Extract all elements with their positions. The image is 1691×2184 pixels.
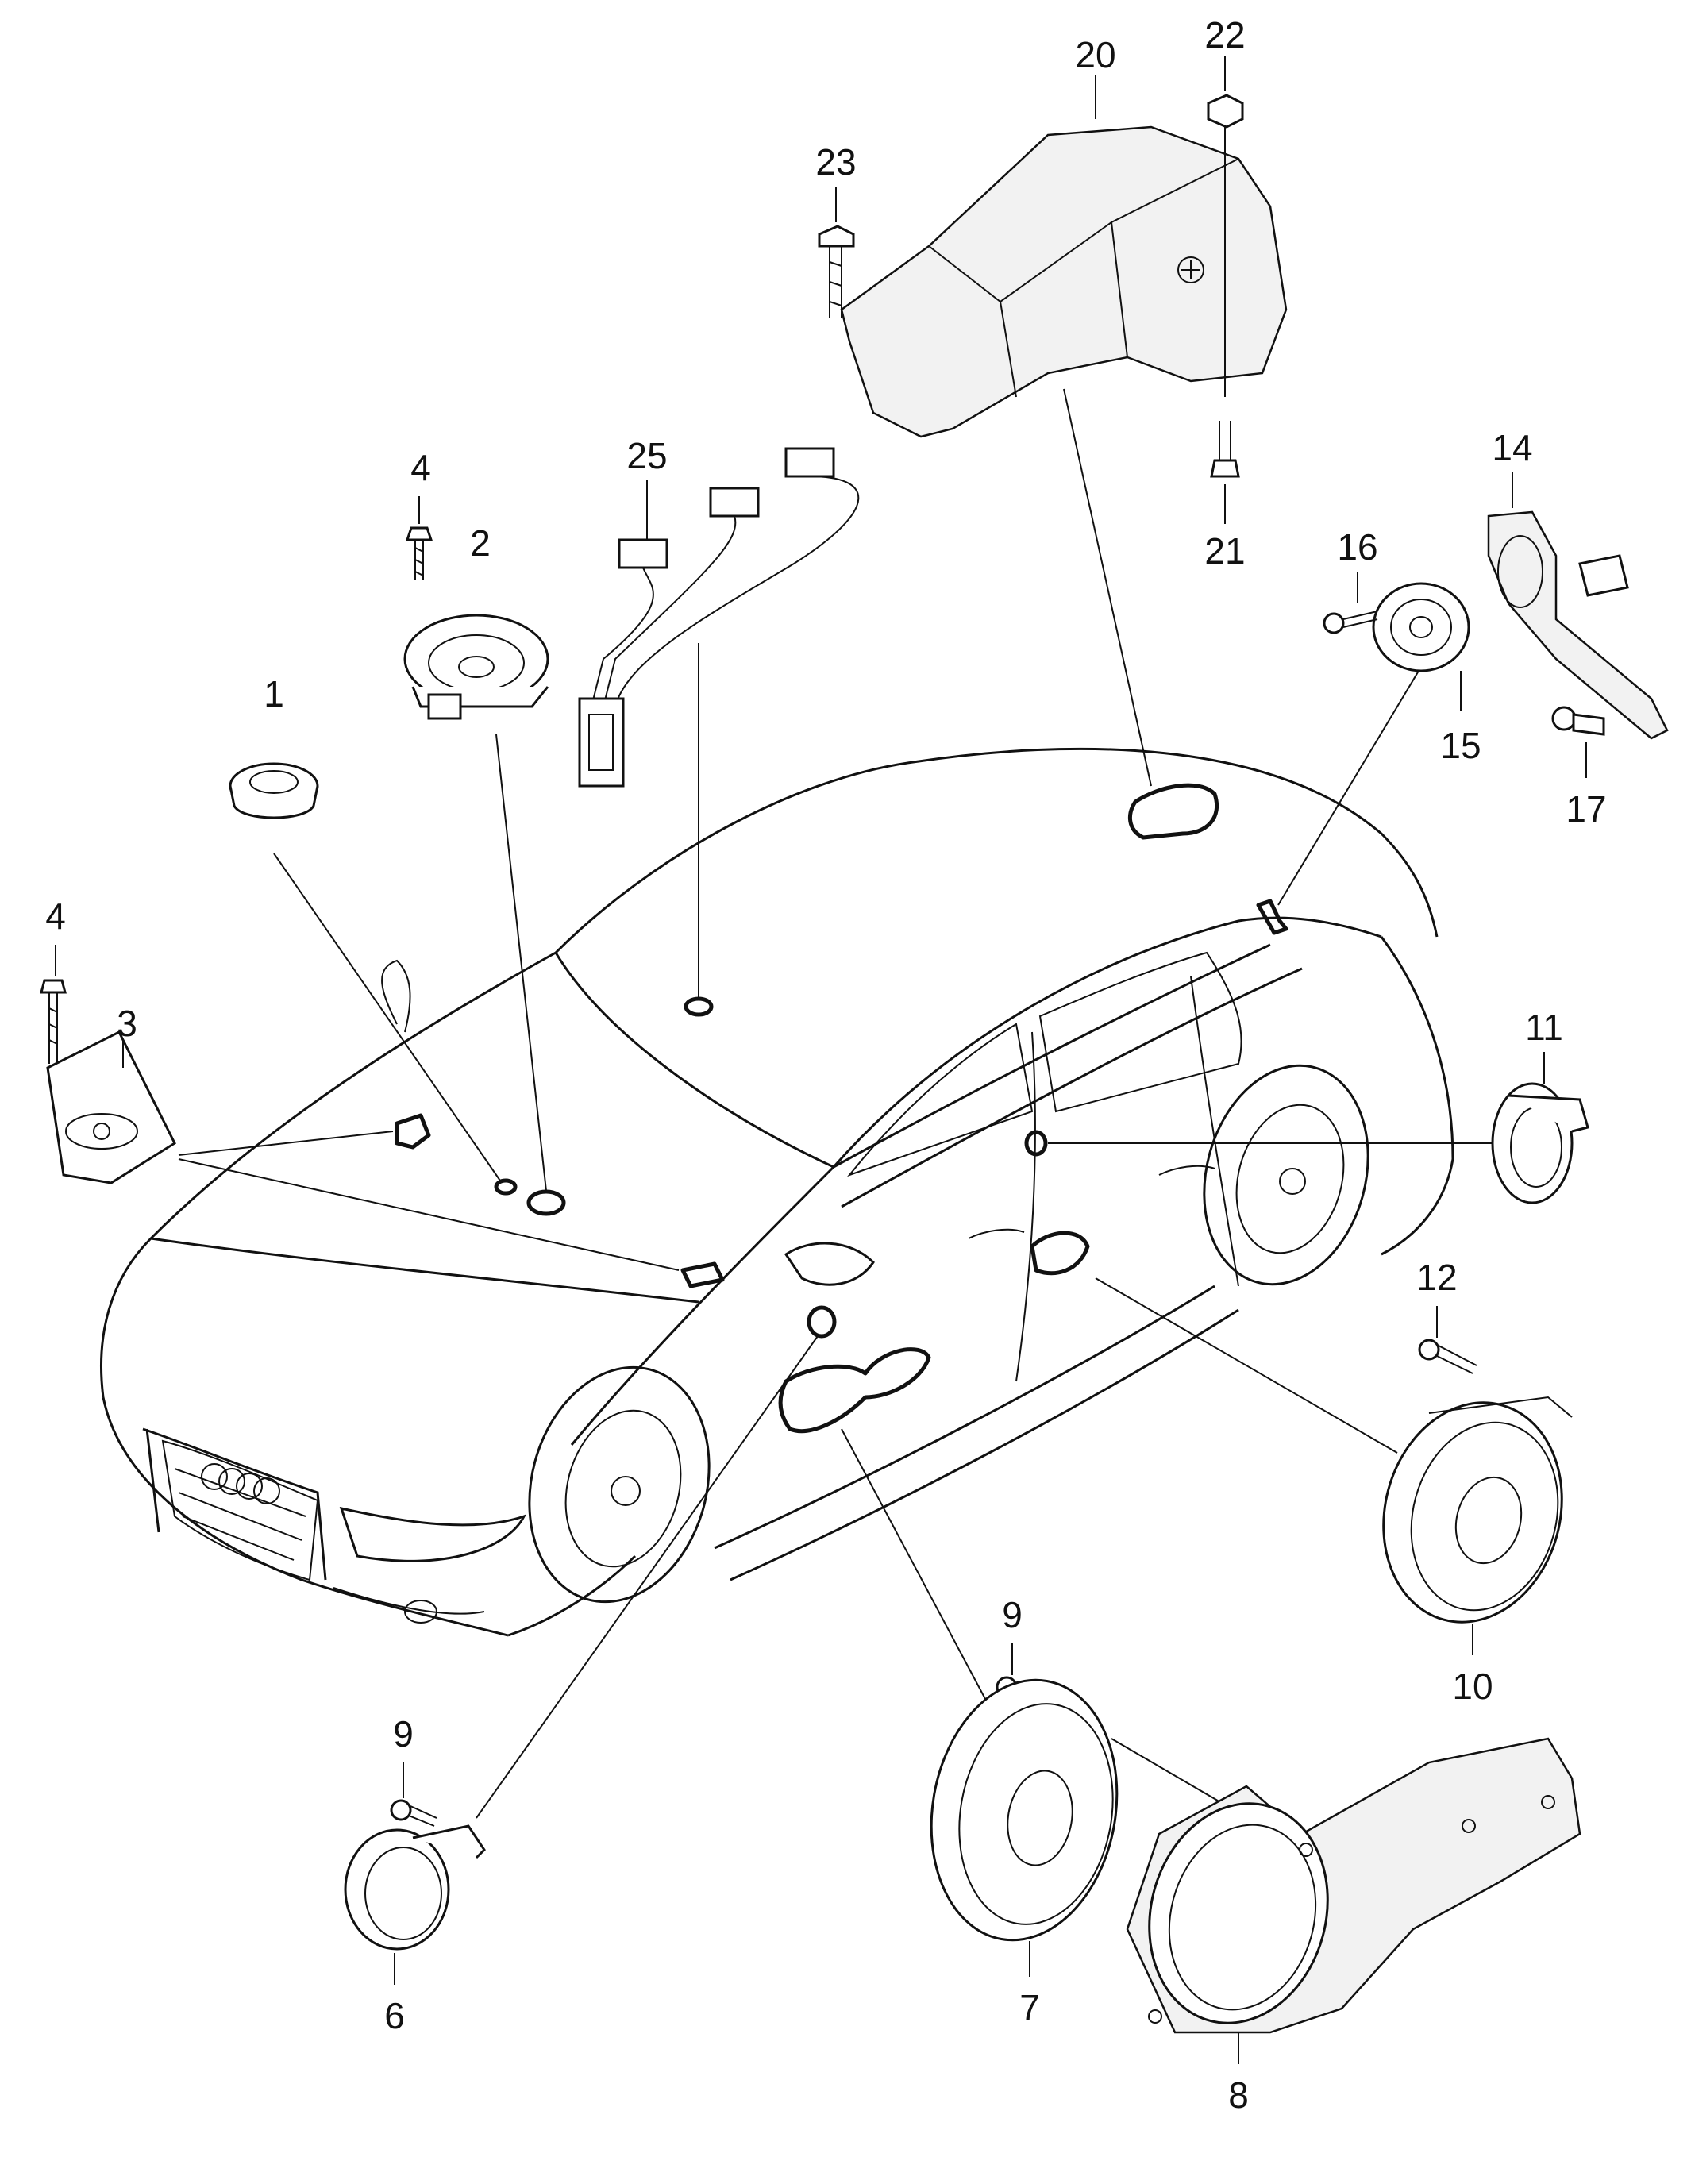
callout-8: 8 <box>1228 2074 1249 2116</box>
callout-14: 14 <box>1492 427 1532 468</box>
marker-rear-door-speaker <box>1030 1231 1090 1276</box>
part-3-center-speaker <box>46 1030 176 1184</box>
part-16-screw <box>1323 611 1378 634</box>
callout-21: 21 <box>1204 530 1245 572</box>
callout-10: 10 <box>1452 1666 1493 1707</box>
callout-17: 17 <box>1566 788 1606 830</box>
leader-7 <box>841 1428 1005 1735</box>
part-14-bracket <box>1487 510 1669 740</box>
callout-4-upper: 4 <box>410 447 431 488</box>
part-15-rear-tweeter <box>1372 582 1470 672</box>
leader-3b <box>178 1158 680 1271</box>
marker-tweeter-center <box>494 1178 518 1196</box>
part-23-bolt <box>818 225 855 318</box>
callout-12: 12 <box>1416 1257 1457 1298</box>
callout-25: 25 <box>626 435 667 476</box>
marker-center-speaker <box>526 1189 566 1216</box>
part-12-screw <box>1418 1339 1477 1374</box>
part-9-screw-left <box>390 1799 437 1827</box>
callout-11: 11 <box>1525 1007 1563 1048</box>
leader-2 <box>495 734 547 1192</box>
part-7-front-door-speaker <box>930 1678 1119 1942</box>
callout-7: 7 <box>1019 1987 1040 2028</box>
marker-dash-speaker <box>395 1113 431 1150</box>
leader-1 <box>273 853 503 1184</box>
part-8-speaker-carrier <box>1126 1737 1581 2034</box>
part-20-subwoofer-enclosure <box>840 125 1288 438</box>
part-25-wiring-harness <box>578 447 860 788</box>
part-21-bolt <box>1210 421 1240 478</box>
leader-15 <box>1277 666 1422 906</box>
part-6-front-door-tweeter <box>344 1824 486 1951</box>
part-11-rear-door-tweeter <box>1491 1082 1589 1204</box>
marker-a-pillar <box>680 1261 725 1288</box>
part-1-tweeter <box>229 762 319 819</box>
callout-9-left: 9 <box>393 1713 414 1755</box>
callout-3: 3 <box>117 1003 137 1044</box>
callout-15: 15 <box>1440 725 1481 766</box>
marker-front-door-tweeter <box>807 1305 837 1339</box>
marker-subwoofer <box>1127 783 1219 840</box>
marker-roof-harness <box>684 996 714 1017</box>
part-4-bolt-lower <box>40 979 67 1064</box>
installation-markers <box>395 783 1288 1434</box>
marker-front-door-speaker <box>778 1347 931 1434</box>
part-17-clip <box>1551 706 1605 736</box>
callout-22: 22 <box>1204 14 1245 56</box>
part-22-nut <box>1207 94 1244 397</box>
callout-6: 6 <box>384 1995 405 2036</box>
part-4-bolt-upper <box>405 526 433 580</box>
callout-20: 20 <box>1075 34 1115 75</box>
marker-rear-tweeter <box>1256 899 1288 935</box>
leader-lines <box>178 388 1493 1851</box>
callout-9-right: 9 <box>1002 1594 1023 1635</box>
part-2-mid-speaker <box>403 614 549 720</box>
callout-labels: 1 2 3 4 4 6 7 8 9 9 10 11 12 14 15 16 17… <box>45 14 1606 2116</box>
leader-20 <box>1063 388 1152 787</box>
callout-16: 16 <box>1337 526 1377 568</box>
marker-rear-door-tweeter <box>1024 1130 1048 1157</box>
callout-23: 23 <box>815 141 856 183</box>
part-10-rear-door-speaker <box>1382 1396 1573 1624</box>
callout-2: 2 <box>470 522 491 564</box>
leader-6 <box>476 1335 819 1819</box>
car-body-outline <box>100 747 1454 1637</box>
leader-10 <box>1095 1277 1398 1454</box>
callout-4-lower: 4 <box>45 896 66 937</box>
callout-1: 1 <box>264 673 284 715</box>
leader-3a <box>178 1131 394 1156</box>
